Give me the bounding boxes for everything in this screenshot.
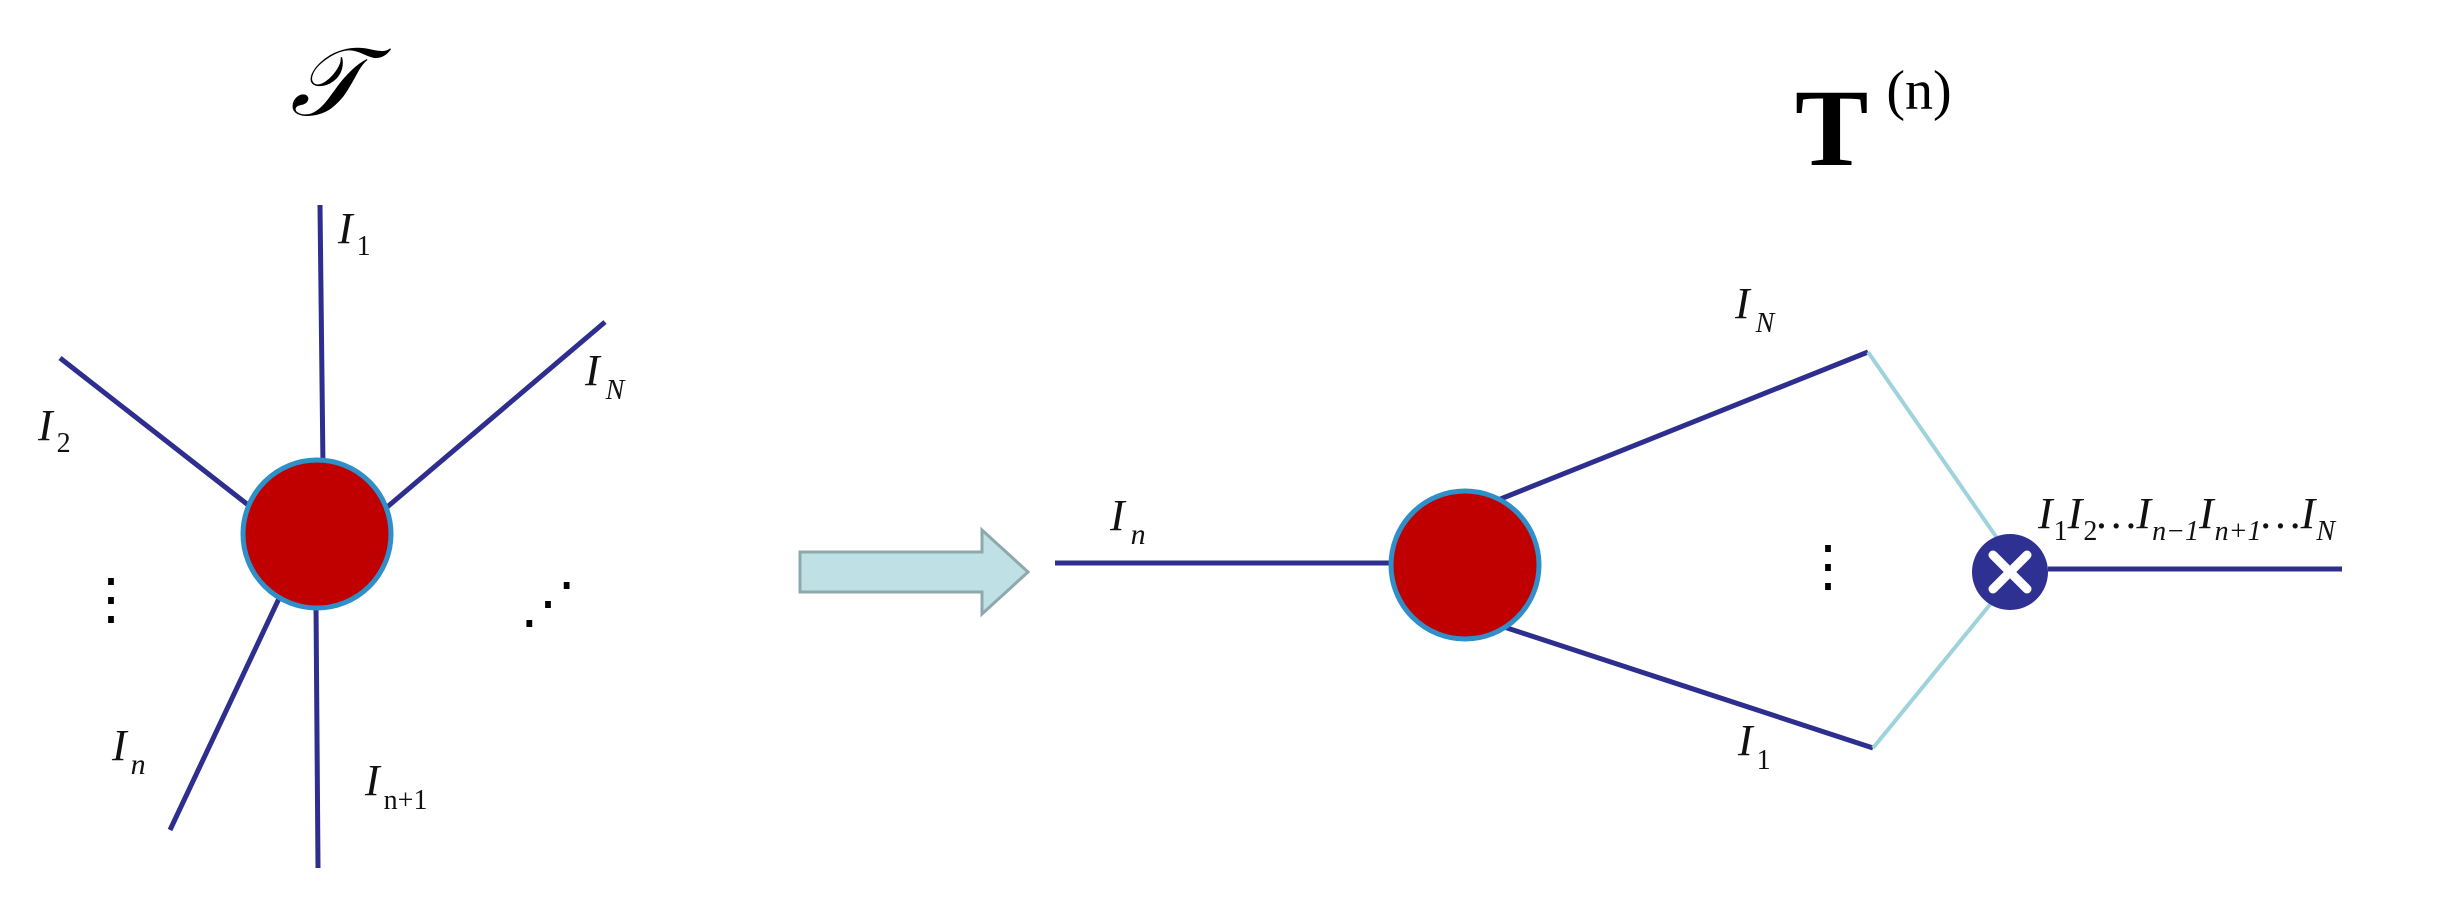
label-output-merged: I1I2…In−1In+1…IN: [2037, 489, 2336, 547]
output-index-letter: I: [2067, 489, 2085, 538]
output-index-letter: I: [2037, 489, 2055, 538]
contraction-top: [1866, 350, 1999, 540]
output-index-letter: I: [2198, 489, 2216, 538]
edge-I2: [58, 356, 254, 510]
output-index-subscript: n+1: [2215, 516, 2262, 547]
edge-In: [167, 588, 286, 832]
tensor-node: [240, 457, 394, 611]
output-index-letter: …I: [2097, 489, 2153, 538]
edge-top-IN: [1497, 349, 1869, 503]
contraction-bottom: [1871, 594, 1999, 750]
edge-In1: [313, 604, 321, 869]
matrix-title: T(n): [1795, 60, 1952, 189]
edge-bottom-I1: [1497, 622, 1874, 751]
vertical-ellipsis: ⋮: [1800, 536, 1856, 598]
output-index-subscript: n−1: [2152, 516, 2199, 547]
right-arrow-icon: [798, 526, 1031, 618]
output-index-subscript: 1: [2054, 516, 2068, 547]
tensor-title: 𝒯: [290, 29, 392, 136]
matrix-node: [1388, 488, 1542, 642]
output-index-subscript: N: [2315, 516, 2336, 547]
diagonal-ellipsis: ⋰: [520, 573, 576, 635]
circled-times-icon: [1972, 534, 2048, 610]
output-index-letter: …I: [2262, 489, 2318, 538]
vertical-ellipsis: ⋮: [83, 569, 139, 631]
edge-IN: [384, 320, 607, 510]
edge-I1: [317, 204, 326, 469]
output-index-subscript: 2: [2083, 516, 2097, 547]
